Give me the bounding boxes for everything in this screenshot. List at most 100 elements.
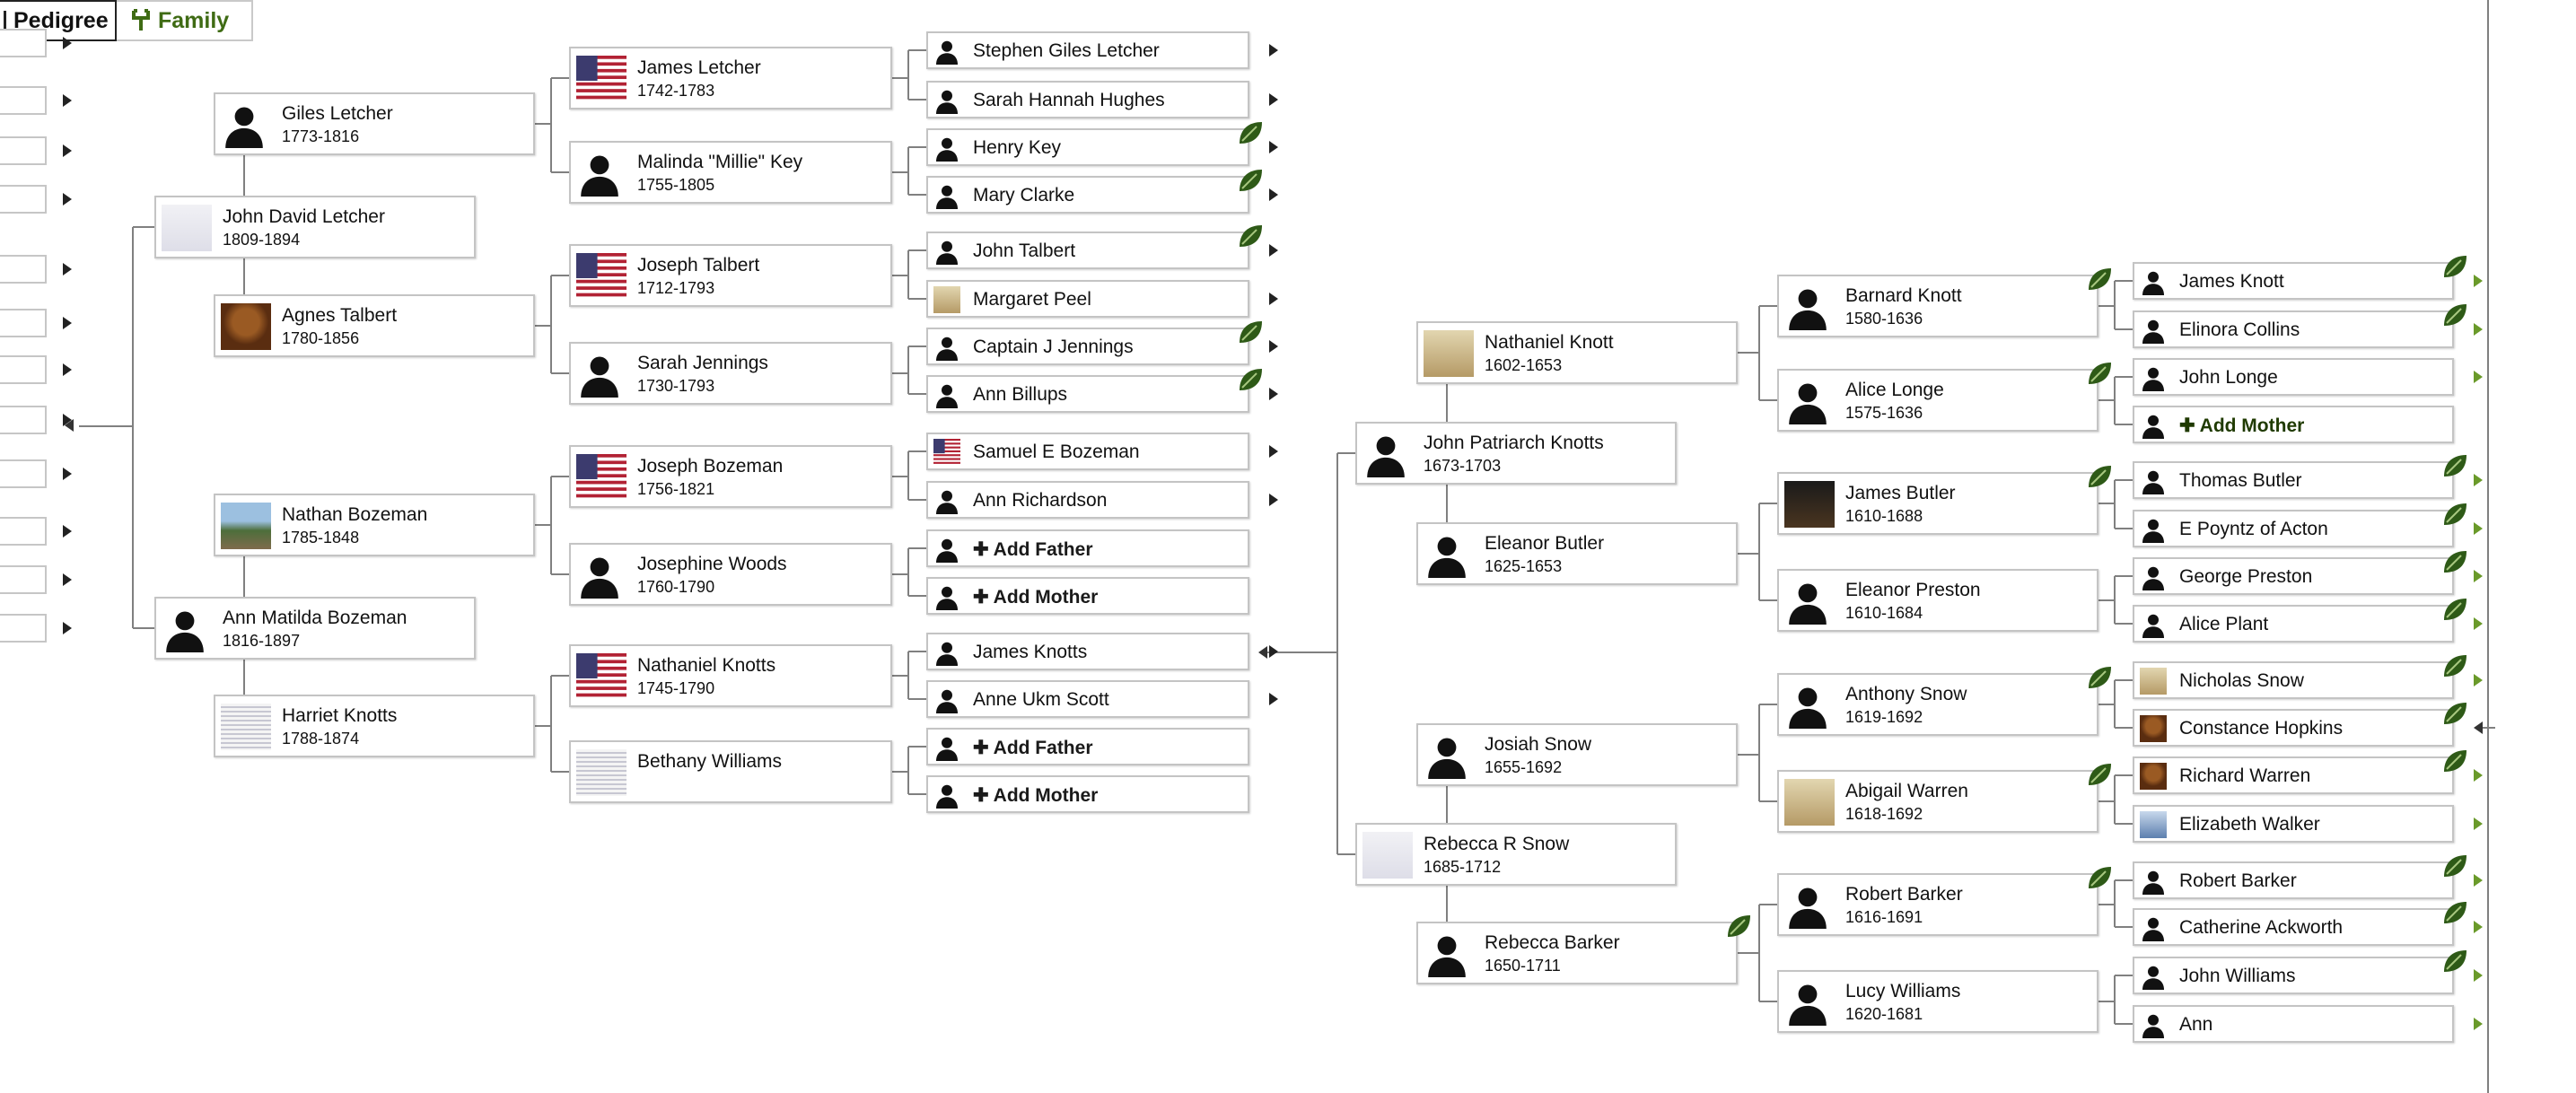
hint-leaf-icon[interactable] [1237,223,1264,249]
person-card-ann[interactable]: Ann [2133,1005,2454,1043]
person-card-catherine-ackworth[interactable]: Catherine Ackworth [2133,908,2454,946]
hint-leaf-icon[interactable] [2441,948,2468,975]
expand-arrow-icon[interactable] [63,363,72,376]
person-card-add-father[interactable]: ✚ Add Father [926,529,1249,567]
expand-arrow-icon[interactable] [63,144,72,157]
expand-arrow-icon[interactable] [2474,769,2483,782]
expand-arrow-icon[interactable] [1269,388,1278,400]
expand-arrow-icon[interactable] [63,573,72,586]
person-card-samuel-e-bozeman[interactable]: Samuel E Bozeman [926,433,1249,470]
hint-leaf-icon[interactable] [2086,360,2113,387]
person-card-richard-warren[interactable]: Richard Warren [2133,756,2454,794]
person-card-elizabeth-walker[interactable]: Elizabeth Walker [2133,805,2454,843]
hint-leaf-icon[interactable] [2441,452,2468,479]
expand-arrow-icon[interactable] [63,37,72,49]
person-card-george-preston[interactable]: George Preston [2133,557,2454,595]
person-card-alice-plant[interactable]: Alice Plant [2133,605,2454,643]
expand-arrow-icon[interactable] [2474,617,2483,630]
collapsed-person-stub[interactable] [0,136,47,165]
hint-leaf-icon[interactable] [2086,266,2113,293]
hint-leaf-icon[interactable] [2086,761,2113,788]
collapsed-person-stub[interactable] [0,255,47,284]
person-card-add-mother[interactable]: ✚ Add Mother [926,577,1249,615]
person-card-ann-billups[interactable]: Ann Billups [926,375,1249,413]
person-card-add-mother[interactable]: ✚ Add Mother [926,775,1249,813]
collapsed-person-stub[interactable] [0,29,47,57]
expand-arrow-icon[interactable] [2474,570,2483,582]
expand-arrow-icon[interactable] [1269,93,1278,106]
hint-leaf-icon[interactable] [1237,319,1264,345]
collapsed-person-stub[interactable] [0,86,47,115]
hint-leaf-icon[interactable] [2441,748,2468,774]
hint-leaf-icon[interactable] [2441,501,2468,528]
person-card-captain-j-jennings[interactable]: Captain J Jennings [926,328,1249,365]
hint-leaf-icon[interactable] [1237,167,1264,194]
person-card-thomas-butler[interactable]: Thomas Butler [2133,461,2454,499]
person-card-margaret-peel[interactable]: Margaret Peel [926,280,1249,318]
person-card-add-mother[interactable]: ✚ Add Mother [2133,406,2454,443]
tab-family[interactable]: Family [117,0,253,41]
person-card-sarah-hannah-hughes[interactable]: Sarah Hannah Hughes [926,81,1249,118]
expand-arrow-icon[interactable] [2474,371,2483,383]
hint-leaf-icon[interactable] [2441,652,2468,679]
person-card-john-talbert[interactable]: John Talbert [926,232,1249,269]
hint-leaf-icon[interactable] [2441,899,2468,926]
expand-arrow-icon[interactable] [1269,293,1278,305]
person-card-nicholas-snow[interactable]: Nicholas Snow [2133,661,2454,699]
person-card-ann-richardson[interactable]: Ann Richardson [926,481,1249,519]
person-card-mary-clarke[interactable]: Mary Clarke [926,176,1249,214]
person-card-john-williams[interactable]: John Williams [2133,957,2454,994]
expand-arrow-icon[interactable] [2474,818,2483,830]
person-card-henry-key[interactable]: Henry Key [926,128,1249,166]
collapsed-person-stub[interactable] [0,406,47,434]
hint-leaf-icon[interactable] [1237,366,1264,393]
collapsed-person-stub[interactable] [0,459,47,488]
expand-arrow-icon[interactable] [2474,275,2483,287]
expand-arrow-icon[interactable] [2474,323,2483,336]
person-card-john-longe[interactable]: John Longe [2133,358,2454,396]
person-card-james-knott[interactable]: James Knott [2133,262,2454,300]
expand-arrow-icon[interactable] [2474,921,2483,933]
expand-arrow-icon[interactable] [63,263,72,275]
hint-leaf-icon[interactable] [2441,596,2468,623]
person-card-stephen-giles-letcher[interactable]: Stephen Giles Letcher [926,31,1249,69]
expand-arrow-icon[interactable] [63,622,72,634]
expand-arrow-icon[interactable] [2474,1018,2483,1030]
expand-arrow-icon[interactable] [2474,674,2483,686]
person-card-bethany-williams[interactable]: Bethany Williams [569,740,892,803]
expand-arrow-icon[interactable] [63,193,72,205]
expand-arrow-icon[interactable] [63,317,72,329]
person-card-james-knotts[interactable]: James Knotts [926,633,1249,670]
person-card-add-father[interactable]: ✚ Add Father [926,728,1249,765]
expand-arrow-icon[interactable] [63,525,72,538]
expand-arrow-icon[interactable] [2474,522,2483,535]
expand-arrow-icon[interactable] [1269,244,1278,257]
hint-leaf-icon[interactable] [1237,119,1264,146]
expand-arrow-icon[interactable] [2474,874,2483,887]
hint-leaf-icon[interactable] [2086,864,2113,891]
expand-arrow-icon[interactable] [2474,474,2483,486]
person-card-anne-ukm-scott[interactable]: Anne Ukm Scott [926,680,1249,718]
